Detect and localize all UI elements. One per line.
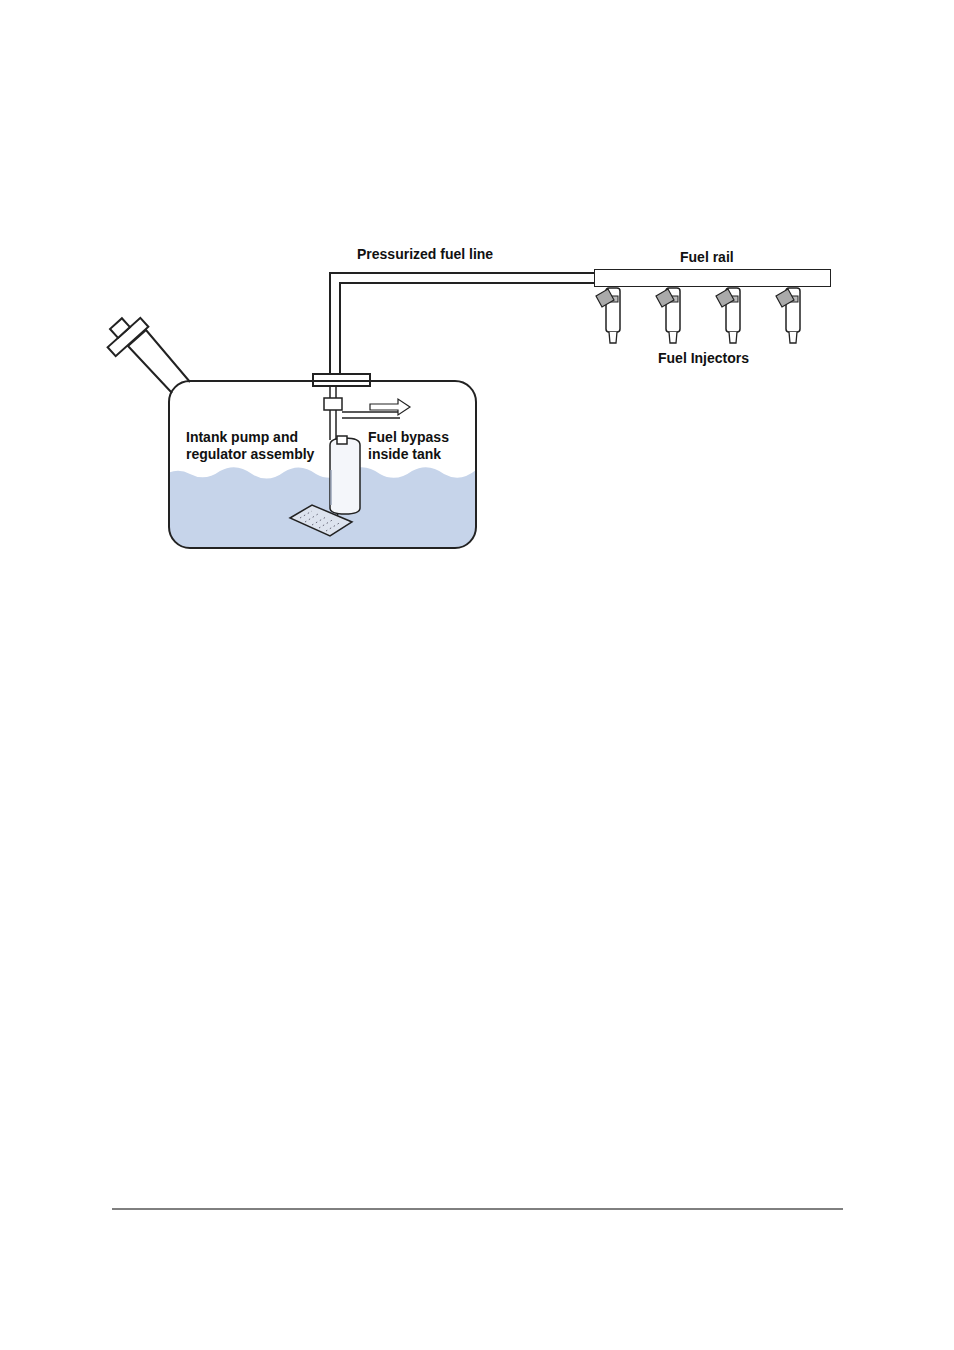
- fuel-line-outer: [335, 278, 594, 380]
- injector-tip: [669, 332, 677, 343]
- fuel-strainer: [290, 505, 352, 536]
- fuel-tank: Intank pump and regulator assembly Fuel b…: [168, 380, 477, 549]
- node-text: Intank pump and regulator assembly: [186, 429, 336, 463]
- fuel-rail: Fuel rail: [594, 246, 831, 288]
- injector-tip: [609, 332, 617, 343]
- fuel-line: [335, 278, 594, 380]
- fuel-line-inner: [335, 278, 594, 380]
- injector-tip: [729, 332, 737, 343]
- line-label: Pressurized fuel line: [355, 246, 495, 263]
- footer-rule: [112, 1209, 843, 1210]
- fuel-liquid: [169, 467, 476, 548]
- node-text: Fuel rail: [680, 249, 800, 266]
- filler-neck: [100, 309, 190, 393]
- injector-connector: [596, 289, 614, 307]
- injector-connector: [776, 289, 794, 307]
- fuel-pump: [330, 436, 360, 520]
- injector-connector: [716, 289, 734, 307]
- node-text: Fuel bypass inside tank: [368, 429, 471, 463]
- injector-group: [596, 288, 800, 343]
- part-label: Fuel Injectors: [658, 350, 749, 367]
- fuel-rail-bar: [594, 269, 831, 287]
- bypass-arrow: [370, 399, 410, 415]
- injector-tip: [789, 332, 797, 343]
- injector-connector: [656, 289, 674, 307]
